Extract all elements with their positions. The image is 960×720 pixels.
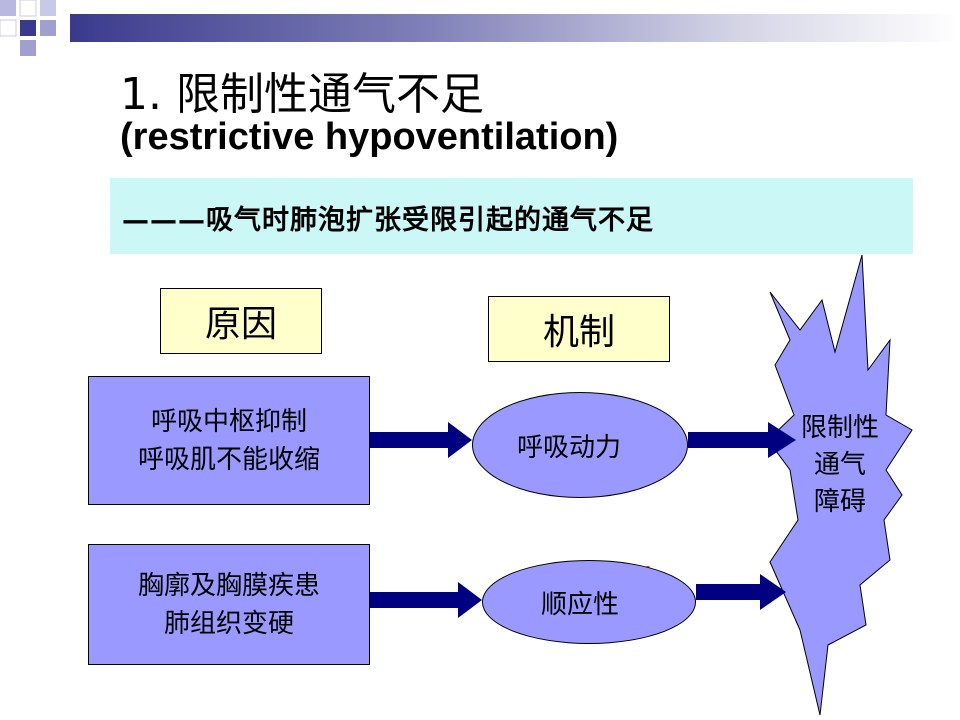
result-line3: 障碍 [813, 487, 866, 517]
definition-text: ———吸气时肺泡扩张受限引起的通气不足 [122, 205, 654, 236]
result-line2: 通气 [813, 450, 866, 480]
mechanism-1-label: 呼吸动力 [517, 432, 622, 463]
mechanism-label: 机制 [488, 296, 670, 362]
result-text: 限制性 通气 障碍 [780, 410, 900, 521]
result-line1: 限制性 [800, 413, 879, 443]
slide-subtitle: (restrictive hypoventilation) [120, 116, 619, 158]
cause-arrow-2 [370, 582, 482, 618]
header-gradient-bar [70, 14, 960, 42]
mechanism-arrow-2 [696, 574, 786, 610]
cause-1-line1: 呼吸中枢抑制 [150, 406, 307, 437]
definition-banner: ———吸气时肺泡扩张受限引起的通气不足 [110, 178, 913, 254]
cause-2-line2: 肺组织变硬 [163, 608, 294, 639]
mechanism-ellipse-1: 呼吸动力 [472, 392, 688, 498]
cause-2-line1: 胸廓及胸膜疾患 [137, 570, 320, 601]
corner-decoration [0, 0, 56, 56]
cause-label: 原因 [160, 288, 322, 354]
cause-arrow-1 [370, 422, 472, 458]
cause-1-line2: 呼吸肌不能收缩 [137, 444, 320, 475]
cause-box-2: 胸廓及胸膜疾患 肺组织变硬 [88, 544, 370, 665]
mechanism-ellipse-2: 顺应性 [482, 560, 696, 644]
slide-title: 1. 限制性通气不足 [120, 69, 484, 120]
mechanism-2-label: 顺应性 [541, 589, 620, 620]
cause-box-1: 呼吸中枢抑制 呼吸肌不能收缩 [88, 376, 370, 505]
